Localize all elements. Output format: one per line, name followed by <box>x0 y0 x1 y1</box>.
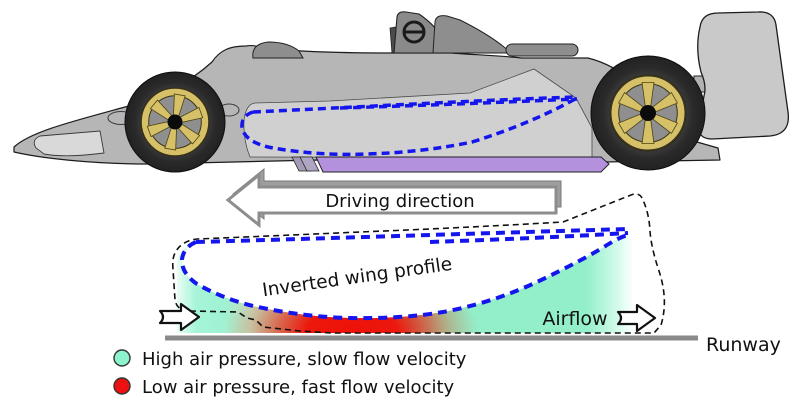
profile-top-line <box>252 95 578 114</box>
legend-label-high-pressure: High air pressure, slow flow velocity <box>142 349 467 370</box>
windscreen-pod <box>252 41 304 59</box>
rear-wing <box>697 11 790 140</box>
arrow-body <box>225 171 558 229</box>
wing-top-line <box>195 227 629 244</box>
wing-top-line-2 <box>429 231 629 244</box>
driving-direction-arrow: Driving direction <box>225 167 562 229</box>
runway-label: Runway <box>706 334 781 356</box>
side-skirt <box>291 156 610 173</box>
front-rim-edge <box>140 87 210 157</box>
airflow-out-arrow <box>616 303 657 333</box>
airflow-label: Airflow <box>542 308 607 330</box>
engine-cover <box>432 15 514 54</box>
underbody-outline <box>171 193 666 334</box>
airflow-in-arrow <box>158 302 201 332</box>
driving-direction-label: Driving direction <box>325 191 474 212</box>
rear-rim-edge <box>610 75 686 151</box>
skirt-main <box>315 156 610 173</box>
wing-bottom-curve <box>179 233 629 321</box>
side-panel <box>243 68 593 159</box>
legend-swatch-low-pressure <box>113 377 131 395</box>
rear-hub <box>640 105 656 121</box>
front-spokes <box>146 93 204 151</box>
nose-panel <box>33 130 105 157</box>
rear-wheel <box>590 55 706 171</box>
pressure-gradient <box>177 235 632 333</box>
front-rim-ring <box>141 88 209 156</box>
airbox <box>505 43 579 57</box>
legend-label-low-pressure: Low air pressure, fast flow velocity <box>142 377 455 398</box>
f1-car-illustration <box>13 11 790 173</box>
skirt-plate <box>299 156 320 172</box>
rear-spokes <box>618 82 678 144</box>
wing-profile-dashes <box>179 227 629 321</box>
legend-swatch-high-pressure <box>113 349 131 367</box>
wing-profile-label: Inverted wing profile <box>261 254 453 301</box>
underbody-profile-dashes <box>240 95 578 157</box>
legend-item-low-pressure: Low air pressure, fast flow velocity <box>113 377 455 398</box>
rear-rim-ring <box>611 76 685 150</box>
front-wheel <box>124 71 226 173</box>
profile-bottom-curve <box>240 96 578 157</box>
front-hub <box>167 114 183 130</box>
legend: High air pressure, slow flow velocity Lo… <box>113 349 467 398</box>
legend-item-high-pressure: High air pressure, slow flow velocity <box>113 349 467 370</box>
